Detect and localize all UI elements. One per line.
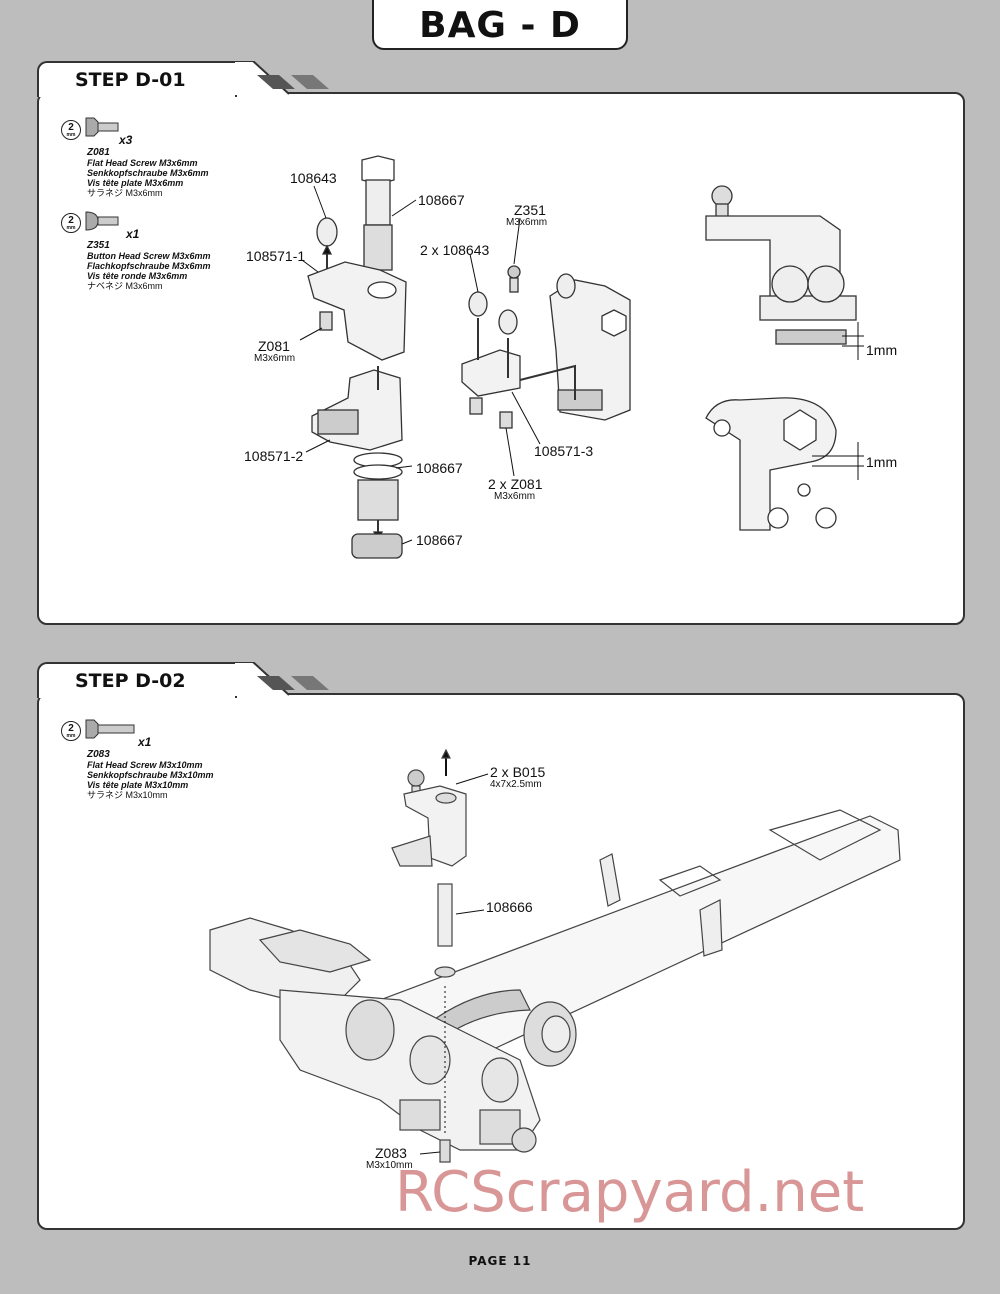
flat-head-screw-icon (85, 117, 119, 137)
tab-stripes-icon (235, 662, 329, 696)
step-d02-title: STEP D-02 (37, 662, 237, 698)
callout-2xz081-size: M3x6mm (494, 491, 536, 502)
part-quantity: x3 (119, 133, 133, 147)
callout-2xb015: 2 x B015 (490, 764, 546, 780)
part-z083-desc: Z083 Flat Head Screw M3x10mm Senkkopfsch… (87, 749, 214, 801)
flat-head-screw-icon (85, 719, 135, 739)
callout-z351: Z351 (514, 202, 546, 218)
page-number: PAGE 11 (468, 1254, 532, 1268)
callout-108666: 108666 (486, 899, 533, 915)
callout-108667-spring: 108667 (416, 460, 463, 476)
button-head-screw-icon (85, 211, 119, 231)
watermark: RCScrapyard.net (395, 1160, 865, 1225)
callout-2x108643: 2 x 108643 (420, 242, 490, 258)
callout-108667-shaft: 108667 (418, 192, 465, 208)
gap-dimension: 1mm (866, 454, 898, 470)
part-z081-desc: Z081 Flat Head Screw M3x6mm Senkkopfschr… (87, 147, 209, 199)
callout-z351-size: M3x6mm (506, 217, 548, 228)
callout-z081: Z081 (258, 338, 290, 354)
callout-108643: 108643 (290, 170, 337, 186)
tab-stripes-icon (235, 61, 329, 95)
part-quantity: x1 (138, 735, 152, 749)
bag-title: BAG - D (372, 0, 628, 50)
step-d01-title: STEP D-01 (37, 61, 237, 97)
callout-108571-3: 108571-3 (534, 443, 594, 459)
part-z351-desc: Z351 Button Head Screw M3x6mm Flachkopfs… (87, 240, 211, 292)
callout-108571-2: 108571-2 (244, 448, 304, 464)
gap-dimension: 1mm (866, 342, 898, 358)
callout-108571-1: 108571-1 (246, 248, 306, 264)
callout-108667-nut: 108667 (416, 532, 463, 548)
callout-z083: Z083 (375, 1145, 407, 1161)
callout-z083-size: M3x10mm (366, 1160, 413, 1171)
callout-b015-size: 4x7x2.5mm (490, 779, 542, 790)
callout-2xz081: 2 x Z081 (488, 476, 543, 492)
callout-z081-size: M3x6mm (254, 353, 296, 364)
part-quantity: x1 (126, 227, 140, 241)
